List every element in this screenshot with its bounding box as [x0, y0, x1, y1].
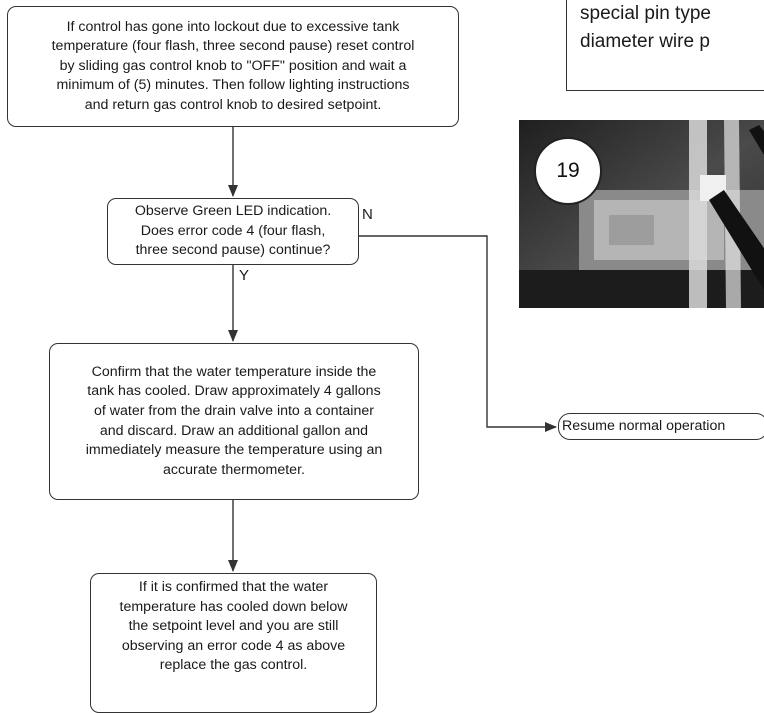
flow-decision-observe-led: Observe Green LED indication. Does error…: [107, 198, 359, 265]
flow-step-confirm-temperature: Confirm that the water temperature insid…: [49, 343, 419, 500]
control-photo-illustration: [519, 120, 764, 308]
side-note-line-2: diameter wire p: [580, 31, 710, 52]
side-note-box: special pin type diameter wire p: [566, 0, 764, 91]
flow-terminal-resume-operation: Resume normal operation: [558, 413, 764, 440]
edge-label-no: N: [362, 206, 373, 223]
flow-step-lockout-reset-text: If control has gone into lockout due to …: [51, 18, 415, 113]
flow-terminal-resume-operation-text: Resume normal operation: [562, 417, 726, 434]
flow-step-confirm-temperature-text: Confirm that the water temperature insid…: [85, 363, 383, 478]
control-photo: [519, 120, 764, 308]
flow-step-replace-control-text: If it is confirmed that the water temper…: [119, 579, 348, 674]
edge-label-yes: Y: [239, 267, 250, 284]
side-note-line-1: special pin type: [580, 3, 711, 24]
step-number-badge: 19: [534, 137, 602, 205]
flow-step-lockout-reset: If control has gone into lockout due to …: [7, 6, 459, 127]
flow-decision-observe-led-text: Observe Green LED indication. Does error…: [134, 203, 332, 259]
flow-step-replace-control: If it is confirmed that the water temper…: [90, 573, 377, 713]
connector-layer: [228, 127, 557, 572]
arrow-observe-to-resume: [359, 235, 557, 432]
